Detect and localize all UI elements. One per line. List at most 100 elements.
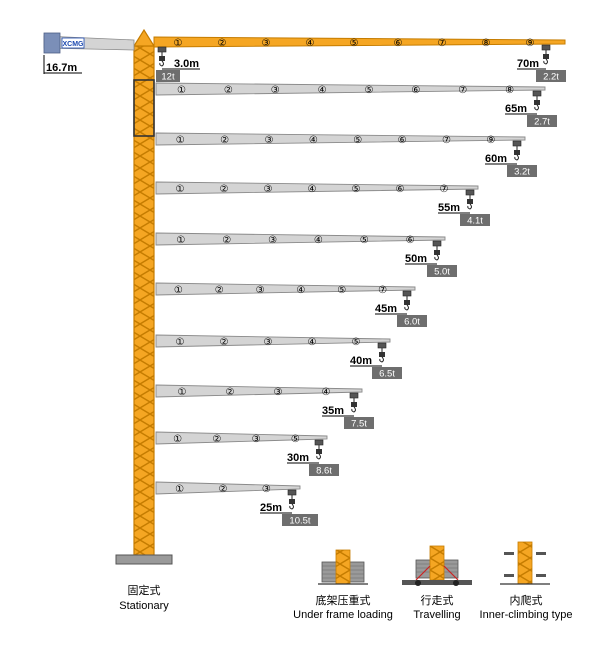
jib-section-number: ② bbox=[212, 434, 221, 445]
load-badge bbox=[282, 514, 318, 526]
jib-section-number: ① bbox=[176, 337, 185, 348]
jib-section-number: ⑥ bbox=[411, 85, 420, 96]
load-capacity-label: 7.5t bbox=[351, 419, 367, 430]
jib-section-number: ③ bbox=[268, 235, 277, 246]
jib-radius-label: 40m bbox=[350, 355, 372, 367]
base-type-label-zh: 底架压重式 bbox=[316, 593, 371, 607]
base-type-label-en: Travelling bbox=[413, 609, 460, 621]
jib-section-number: ⑦ bbox=[378, 285, 387, 296]
load-badge bbox=[344, 417, 374, 429]
jib-section-number: ③ bbox=[264, 337, 273, 348]
load-badge bbox=[372, 367, 402, 379]
top-jib-body bbox=[153, 36, 566, 48]
load-badge bbox=[460, 214, 490, 226]
base-type-travelling: 行走式 Travelling bbox=[402, 545, 472, 621]
jib-section-number: ② bbox=[220, 184, 229, 195]
jib-section-number: ② bbox=[215, 285, 224, 296]
jib-section-number: ③ bbox=[252, 434, 261, 445]
jib-radius-label: 30m bbox=[287, 452, 309, 464]
base-type-label-en: Under frame loading bbox=[293, 609, 393, 621]
jib-section-number: ⑤ bbox=[360, 235, 369, 246]
load-badge bbox=[536, 70, 566, 82]
jib-section-number: ② bbox=[220, 135, 229, 146]
jib-section-number: ④ bbox=[308, 337, 317, 348]
jib-section-number: ⑦ bbox=[458, 85, 467, 96]
jib-section-number: ⑥ bbox=[394, 38, 403, 49]
trolley-hook-icon bbox=[541, 44, 551, 65]
base-type-stationary: 固定式 Stationary bbox=[119, 583, 169, 612]
jib-section-number: ⑨ bbox=[526, 38, 535, 49]
jib-section-number: ⑧ bbox=[505, 85, 514, 96]
jib-section-number: ⑧ bbox=[482, 38, 491, 49]
jib-radius-label: 45m bbox=[375, 303, 397, 315]
jib-radius-label: 50m bbox=[405, 253, 427, 265]
jib-section-number: ⑦ bbox=[440, 184, 449, 195]
jib-section-number: ② bbox=[219, 484, 228, 495]
jib-section-number: ③ bbox=[264, 135, 273, 146]
jib-section-number: ③ bbox=[274, 387, 283, 398]
jib-body bbox=[155, 431, 328, 445]
base-type-under-frame: 底架压重式 Under frame loading bbox=[293, 549, 393, 621]
load-badge bbox=[527, 115, 557, 127]
trolley-hook-icon bbox=[402, 290, 412, 311]
jib-section-number: ⑤ bbox=[352, 184, 361, 195]
base-type-label-zh: 固定式 bbox=[128, 583, 161, 597]
jib-section-number: ② bbox=[226, 387, 235, 398]
jib-section-number: ④ bbox=[318, 85, 327, 96]
trolley-hook-icon bbox=[349, 392, 359, 413]
base-type-label-en: Stationary bbox=[119, 600, 169, 612]
jib-body bbox=[155, 181, 479, 195]
jib-section-number: ⑤ bbox=[337, 285, 346, 296]
jib-body bbox=[155, 384, 363, 398]
base-type-label-zh: 行走式 bbox=[421, 594, 454, 607]
trolley-hook-icon bbox=[314, 439, 324, 460]
jib-radius-label: 55m bbox=[438, 202, 460, 214]
jib-section-number: ⑥ bbox=[406, 235, 415, 246]
jib-section-number: ⑤ bbox=[350, 38, 359, 49]
load-capacity-label: 4.1t bbox=[467, 216, 483, 227]
jib-section-number: ① bbox=[176, 235, 185, 246]
jib-section-number: ⑤ bbox=[291, 434, 300, 445]
jib-radius-label: 35m bbox=[322, 405, 344, 417]
jib-body bbox=[155, 282, 416, 296]
under-frame-icon bbox=[318, 549, 368, 585]
load-capacity-label: 6.0t bbox=[404, 317, 420, 328]
jib-section-number: ① bbox=[174, 38, 183, 49]
jib-radius-label: 25m bbox=[260, 502, 282, 514]
trolley-hook-icon bbox=[287, 489, 297, 510]
load-badge bbox=[156, 70, 180, 82]
tower-mast bbox=[133, 45, 155, 557]
jib-radius-label: 60m bbox=[485, 153, 507, 165]
jib-section-number: ⑤ bbox=[352, 337, 361, 348]
trolley-hook-icon bbox=[512, 140, 522, 161]
load-badge bbox=[309, 464, 339, 476]
base-type-label-zh: 内爬式 bbox=[510, 593, 543, 607]
load-capacity-label: 10.5t bbox=[289, 516, 310, 527]
jib-section-number: ③ bbox=[271, 85, 280, 96]
counter-jib bbox=[43, 32, 135, 74]
jib-section-number: ④ bbox=[314, 235, 323, 246]
load-capacity-label: 2.2t bbox=[543, 72, 559, 83]
jib-body bbox=[155, 82, 546, 96]
base-types-layer: 固定式 Stationary 底架压重式 Under frame loading 行走式… bbox=[119, 541, 572, 621]
jib-section-number: ③ bbox=[262, 484, 271, 495]
tower-top-apex bbox=[132, 28, 156, 47]
top-jib-near-radius: 3.0m bbox=[174, 58, 199, 70]
jib-section-number: ④ bbox=[308, 184, 317, 195]
load-capacity-label: 12t bbox=[161, 72, 175, 83]
jib-section-number: ⑦ bbox=[438, 38, 447, 49]
jib-body bbox=[155, 132, 526, 146]
jib-body bbox=[155, 334, 391, 348]
jib-section-number: ② bbox=[218, 38, 227, 49]
brand-logo-text: XCMG bbox=[63, 41, 85, 48]
jib-section-number: ⑤ bbox=[364, 85, 373, 96]
